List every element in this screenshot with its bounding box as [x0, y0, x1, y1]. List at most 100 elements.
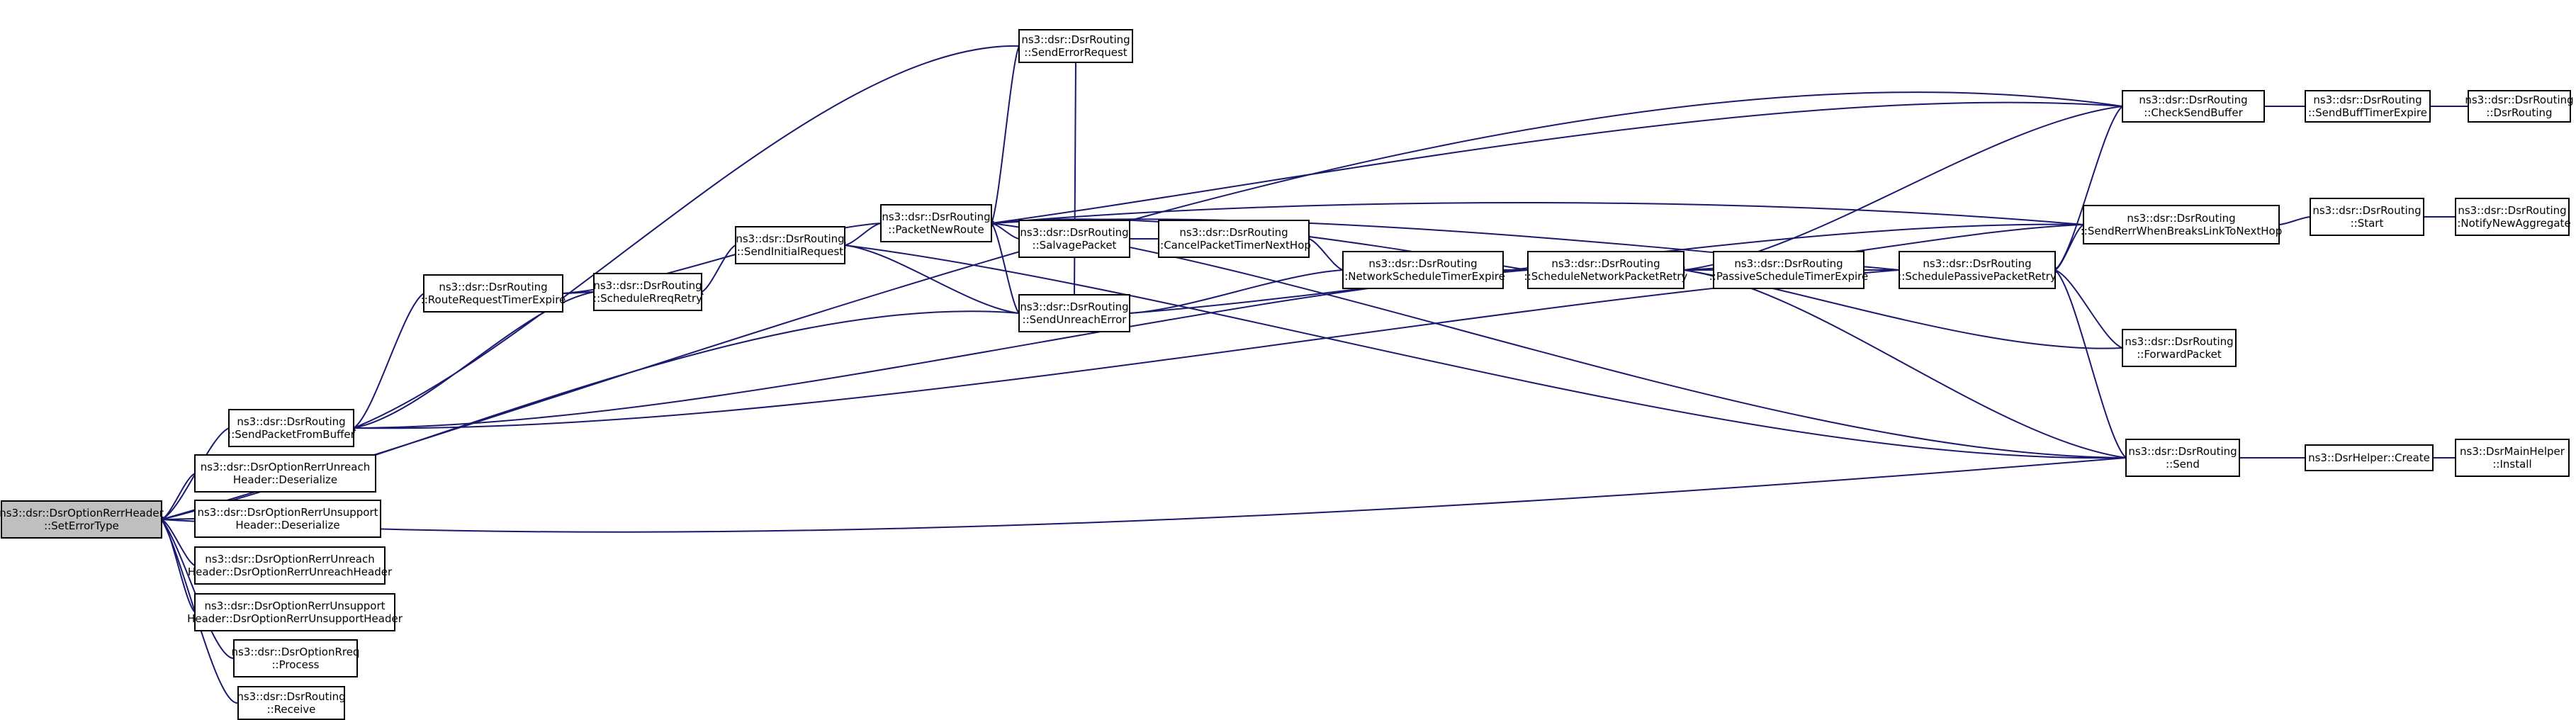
node-label-line: ::RouteRequestTimerExpire: [421, 293, 566, 306]
node-send-rerr-when-breaks-link-to-next-hop[interactable]: ns3::dsr::DsrRouting::SendRerrWhenBreaks…: [2081, 205, 2283, 244]
node-schedule-rreq-retry[interactable]: ns3::dsr::DsrRouting::ScheduleRreqRetry: [593, 273, 702, 311]
node-unreach-ctor[interactable]: ns3::dsr::DsrOptionRerrUnreachHeader::Ds…: [188, 546, 393, 585]
edge-send-unreach-error-to-send-initial-request: [838, 242, 1020, 314]
node-box: [423, 274, 563, 313]
node-box: [1158, 220, 1310, 258]
node-send-unreach-error[interactable]: ns3::dsr::DsrRouting::SendUnreachError: [1018, 294, 1130, 332]
node-unsupport-deserialize[interactable]: ns3::dsr::DsrOptionRerrUnsupportHeader::…: [194, 500, 381, 538]
edge-send-unreach-error-to-send-error-request: [1072, 56, 1079, 296]
node-schedule-network-packet-retry[interactable]: ns3::dsr::DsrRouting::ScheduleNetworkPac…: [1524, 251, 1688, 289]
node-label-line: ns3::dsr::DsrRouting: [237, 690, 345, 703]
node-box: [194, 500, 381, 538]
node-box: [2305, 444, 2434, 471]
node-label-line: ns3::dsr::DsrOptionRerrUnsupport: [204, 600, 385, 612]
edge-send-to-schedule-passive-packet-retry: [2050, 266, 2127, 459]
node-label-line: ::Process: [271, 658, 319, 671]
edge-send-to-schedule-network-packet-retry: [1677, 266, 2127, 459]
node-notify-new-aggregate[interactable]: ns3::dsr::DsrRouting::NotifyNewAggregate: [2453, 198, 2571, 236]
node-salvage-packet[interactable]: ns3::dsr::DsrRouting::SalvagePacket: [1018, 220, 1130, 258]
node-label-line: ns3::dsr::DsrRouting: [2458, 204, 2566, 217]
node-label-line: ns3::dsr::DsrRouting: [2313, 94, 2422, 106]
node-box: [2083, 205, 2280, 244]
node-label-line: ns3::dsr::DsrRouting: [237, 415, 345, 428]
edge-forward-packet-to-schedule-passive-packet-retry: [2049, 266, 2123, 349]
edge-salvage-packet-to-packet-new-route: [985, 220, 1020, 240]
node-send-packet-from-buffer[interactable]: ns3::dsr::DsrRouting::SendPacketFromBuff…: [227, 409, 356, 447]
node-box: [1527, 251, 1684, 289]
node-label-line: Header::DsrOptionRerrUnreachHeader: [188, 566, 393, 578]
node-helper-create[interactable]: ns3::DsrHelper::Create: [2305, 444, 2434, 471]
node-send-buff-timer-expire[interactable]: ns3::dsr::DsrRouting::SendBuffTimerExpir…: [2305, 90, 2431, 123]
node-label-line: ns3::dsr::DsrRouting: [2125, 335, 2233, 348]
node-dsr-routing-ctor[interactable]: ns3::dsr::DsrRouting::DsrRouting: [2465, 90, 2574, 123]
node-box: [233, 639, 358, 677]
edge-send-error-request-to-packet-new-route: [988, 45, 1020, 230]
node-label-line: ns3::dsr::DsrOptionRreq: [232, 646, 360, 658]
node-box: [735, 226, 845, 264]
node-box: [2125, 439, 2240, 477]
edge-start-to-send-rerr-when-breaks-link-to-next-hop: [2273, 216, 2311, 228]
node-passive-schedule-timer-expire[interactable]: ns3::dsr::DsrRouting::PassiveScheduleTim…: [1709, 251, 1869, 289]
node-unreach-deserialize[interactable]: ns3::dsr::DsrOptionRerrUnreachHeader::De…: [194, 454, 376, 493]
node-main-helper-install[interactable]: ns3::DsrMainHelper::Install: [2455, 439, 2570, 477]
edge-route-request-timer-expire-to-send-packet-from-buffer: [348, 293, 424, 432]
node-send-initial-request[interactable]: ns3::dsr::DsrRouting::SendInitialRequest: [735, 226, 845, 264]
node-label-line: ::ForwardPacket: [2137, 348, 2222, 361]
node-box: [2310, 198, 2424, 236]
node-label-line: Header::DsrOptionRerrUnsupportHeader: [187, 612, 403, 625]
node-send[interactable]: ns3::dsr::DsrRouting::Send: [2125, 439, 2240, 477]
node-schedule-passive-packet-retry[interactable]: ns3::dsr::DsrRouting::SchedulePassivePac…: [1898, 251, 2057, 289]
node-label-line: ns3::dsr::DsrRouting: [2128, 445, 2237, 458]
node-box: [2455, 198, 2570, 236]
node-label-line: ns3::dsr::DsrRouting: [439, 281, 547, 293]
node-label-line: ns3::dsr::DsrRouting: [593, 279, 702, 292]
edge-network-schedule-timer-expire-to-send-unreach-error: [1123, 269, 1344, 317]
node-receive[interactable]: ns3::dsr::DsrRouting::Receive: [237, 686, 346, 720]
node-forward-packet[interactable]: ns3::dsr::DsrRouting::ForwardPacket: [2122, 329, 2237, 367]
node-box: [1018, 29, 1133, 63]
node-label-line: Header::Deserialize: [235, 519, 339, 531]
edge-send-unreach-error-to-packet-new-route: [986, 218, 1020, 314]
node-unsupport-ctor[interactable]: ns3::dsr::DsrOptionRerrUnsupportHeader::…: [187, 593, 403, 631]
edge-send-initial-request-to-schedule-rreq-retry: [695, 244, 736, 296]
node-label-line: ns3::dsr::DsrRouting: [2312, 204, 2421, 217]
edge-send-to-set-error-type: [155, 457, 2127, 533]
node-label-line: ns3::dsr::DsrOptionRerrUnreach: [201, 461, 370, 473]
node-label-line: ns3::dsr::DsrRouting: [882, 210, 990, 223]
node-box: [194, 593, 395, 631]
node-box: [2122, 329, 2237, 367]
node-send-error-request[interactable]: ns3::dsr::DsrRouting::SendErrorRequest: [1018, 29, 1133, 63]
node-box: [194, 546, 386, 585]
edge-packet-new-route-to-send-initial-request: [838, 223, 882, 249]
node-start[interactable]: ns3::dsr::DsrRouting::Start: [2310, 198, 2424, 236]
node-label-line: ns3::dsr::DsrRouting: [2139, 94, 2247, 106]
node-label-line: ::Send: [2166, 458, 2200, 471]
node-box: [194, 454, 376, 493]
node-label-line: ::SendInitialRequest: [737, 245, 843, 258]
node-label-line: ::SendUnreachError: [1023, 313, 1127, 326]
node-label-line: Header::Deserialize: [233, 473, 337, 486]
node-box: [1018, 220, 1130, 258]
node-label-line: ::CancelPacketTimerNextHop: [1157, 239, 1311, 252]
node-label-line: ::Install: [2492, 458, 2531, 471]
node-label-line: ::Receive: [267, 703, 316, 716]
node-box: [2468, 90, 2571, 123]
node-check-send-buffer[interactable]: ns3::dsr::DsrRouting::CheckSendBuffer: [2122, 90, 2265, 123]
node-rreq-process[interactable]: ns3::dsr::DsrOptionRreq::Process: [232, 639, 360, 677]
node-box: [2305, 90, 2431, 123]
node-packet-new-route[interactable]: ns3::dsr::DsrRouting::PacketNewRoute: [880, 204, 992, 242]
node-box: [228, 409, 354, 447]
node-label-line: ns3::dsr::DsrRouting: [1923, 257, 2031, 270]
node-box: [2122, 90, 2265, 123]
node-route-request-timer-expire[interactable]: ns3::dsr::DsrRouting::RouteRequestTimerE…: [421, 274, 566, 313]
node-cancel-packet-timer-next-hop[interactable]: ns3::dsr::DsrRouting::CancelPacketTimerN…: [1157, 220, 1311, 258]
node-label-line: ns3::DsrHelper::Create: [2308, 451, 2430, 464]
node-set-error-type[interactable]: ns3::dsr::DsrOptionRerrHeader::SetErrorT…: [0, 500, 164, 539]
node-label-line: ::PacketNewRoute: [888, 223, 984, 236]
node-network-schedule-timer-expire[interactable]: ns3::dsr::DsrRouting::NetworkScheduleTim…: [1341, 251, 1505, 289]
node-label-line: ns3::dsr::DsrRouting: [1020, 226, 1128, 239]
node-label-line: ns3::dsr::DsrOptionRerrHeader: [0, 507, 164, 519]
node-box: [1, 500, 162, 539]
edge-schedule-rreq-retry-to-send-packet-from-buffer: [347, 291, 595, 432]
node-box: [1342, 251, 1504, 289]
